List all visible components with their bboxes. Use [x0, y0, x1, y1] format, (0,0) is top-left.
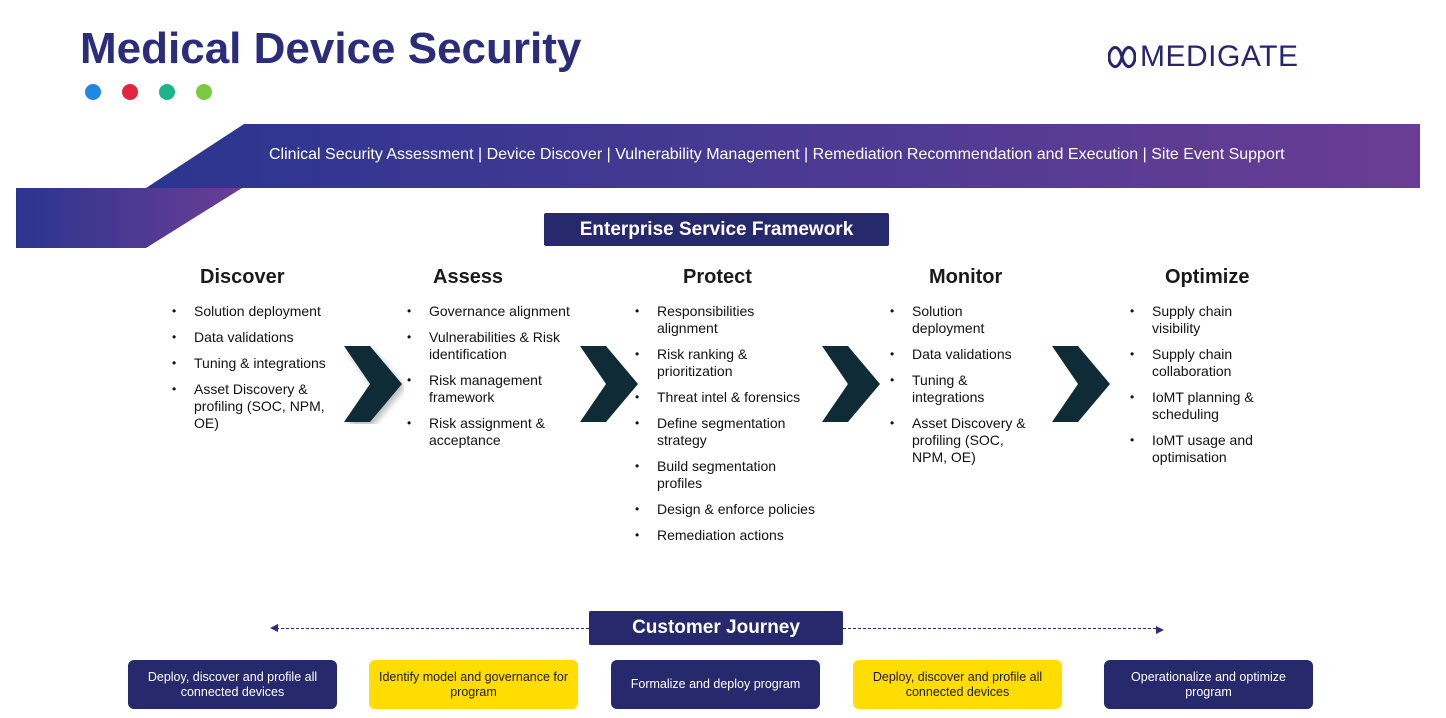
arrow-right-icon [1156, 626, 1164, 634]
journey-step: Identify model and governance for progra… [369, 660, 578, 709]
chevron-arrow-icon [822, 346, 880, 422]
chevron-arrow-icon [1052, 346, 1110, 422]
list-item: Risk ranking & prioritization [635, 346, 765, 380]
chevron-arrow-icon [580, 346, 638, 422]
column-monitor: Monitor Solution deployment Data validat… [890, 266, 1040, 475]
column-title: Assess [433, 266, 504, 288]
customer-journey-label: Customer Journey [589, 611, 843, 645]
enterprise-service-framework-label: Enterprise Service Framework [544, 213, 889, 246]
list-item: Threat intel & forensics [635, 389, 825, 406]
teal-dot [159, 84, 175, 100]
list-item: Solution deployment [890, 303, 1000, 337]
column-protect: Protect Responsibilities alignment Risk … [635, 266, 825, 553]
column-assess: Assess Governance alignment Vulnerabilit… [407, 266, 582, 458]
list-item: Risk assignment & acceptance [407, 415, 557, 449]
column-title: Monitor [929, 266, 1003, 288]
column-title: Optimize [1165, 266, 1250, 288]
green-dot [196, 84, 212, 100]
column-discover: Discover Solution deployment Data valida… [172, 266, 342, 441]
medigate-logo: MEDIGATE [1108, 40, 1298, 74]
list-item: Build segmentation profiles [635, 458, 795, 492]
list-item: Asset Discovery & profiling (SOC, NPM, O… [890, 415, 1035, 466]
banner-top-band [146, 124, 1420, 188]
list-item: Supply chain visibility [1130, 303, 1240, 337]
list-item: Governance alignment [407, 303, 582, 320]
list-item: Risk management framework [407, 372, 557, 406]
arrow-left-icon [270, 624, 278, 632]
list-item: Responsibilities alignment [635, 303, 775, 337]
chevron-arrow-icon [344, 346, 402, 422]
journey-dashed-line-right [843, 628, 1156, 629]
list-item: Remediation actions [635, 527, 825, 544]
list-item: IoMT usage and optimisation [1130, 432, 1265, 466]
list-item: Data validations [890, 346, 1040, 363]
list-item: Asset Discovery & profiling (SOC, NPM, O… [172, 381, 334, 432]
red-dot [122, 84, 138, 100]
journey-step: Operationalize and optimize program [1104, 660, 1313, 709]
column-title: Protect [683, 266, 752, 288]
list-item: Tuning & integrations [172, 355, 342, 372]
list-item: Solution deployment [172, 303, 342, 320]
list-item: Vulnerabilities & Risk identification [407, 329, 572, 363]
blue-dot [85, 84, 101, 100]
medigate-logo-icon [1108, 45, 1136, 69]
list-item: Design & enforce policies [635, 501, 825, 518]
header-banner [16, 124, 1420, 248]
list-item: Tuning & integrations [890, 372, 990, 406]
journey-step: Deploy, discover and profile all connect… [128, 660, 337, 709]
list-item: IoMT planning & scheduling [1130, 389, 1265, 423]
column-title: Discover [200, 266, 285, 288]
list-item: Data validations [172, 329, 342, 346]
banner-services-text: Clinical Security Assessment | Device Di… [269, 146, 1285, 163]
column-optimize: Optimize Supply chain visibility Supply … [1130, 266, 1280, 475]
page-title: Medical Device Security [80, 24, 582, 73]
logo-text: MEDIGATE [1140, 40, 1299, 73]
decorative-dots [85, 84, 212, 100]
journey-step: Formalize and deploy program [611, 660, 820, 709]
list-item: Define segmentation strategy [635, 415, 795, 449]
journey-dashed-line-left [276, 628, 589, 629]
banner-lower-band [16, 188, 242, 248]
journey-step: Deploy, discover and profile all connect… [853, 660, 1062, 709]
list-item: Supply chain collaboration [1130, 346, 1240, 380]
